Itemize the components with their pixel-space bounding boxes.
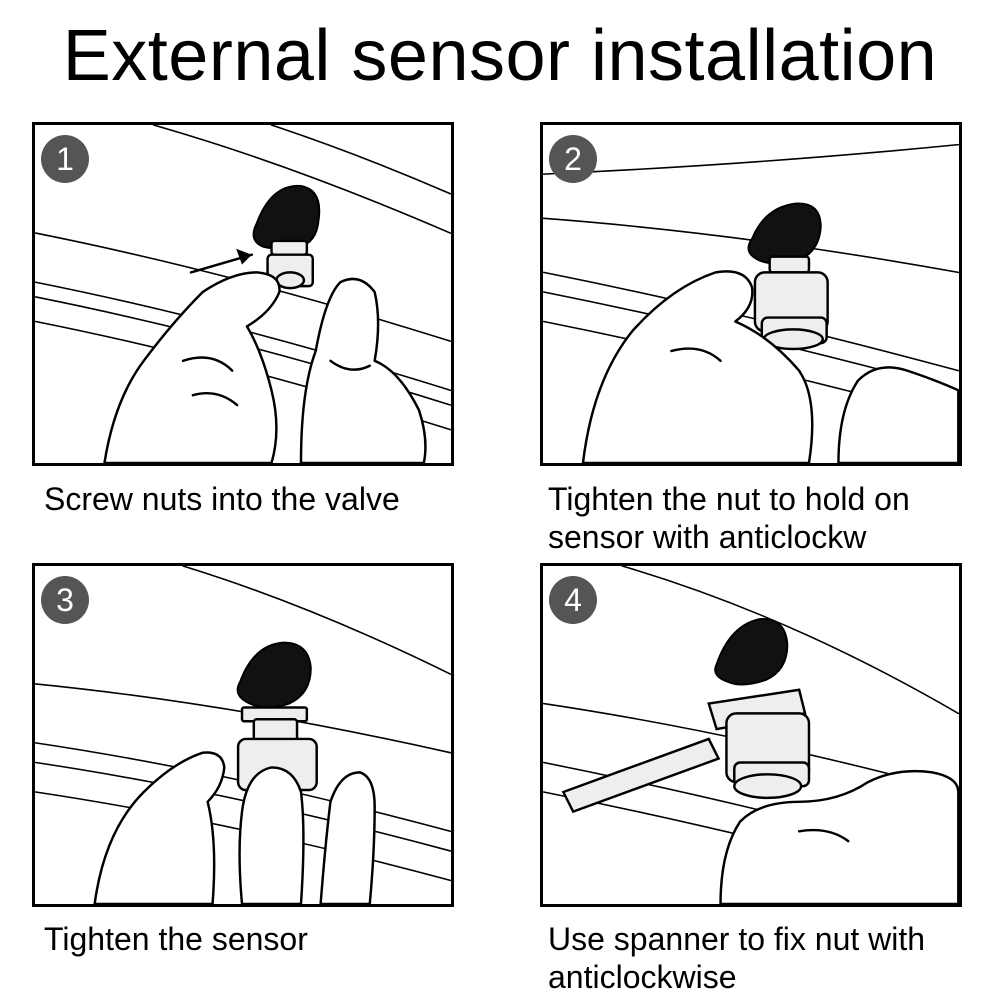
step-4-illustration: 4 <box>540 563 962 907</box>
step-4-badge: 4 <box>549 576 597 624</box>
step-1-caption-line: Screw nuts into the valve <box>44 481 400 517</box>
step-3-caption-line: Tighten the sensor <box>44 921 308 957</box>
step-3-caption: Tighten the sensor <box>44 920 484 958</box>
step-1-caption: Screw nuts into the valve <box>44 480 484 518</box>
step-3-badge: 3 <box>41 576 89 624</box>
step-4-caption-line: Use spanner to fix nut with <box>548 921 926 957</box>
hands-tightening-sensor-illustration <box>35 566 451 904</box>
hand-holding-sensor-illustration <box>543 143 959 463</box>
step-1-badge: 1 <box>41 135 89 183</box>
step-1-illustration: 1 <box>32 122 454 466</box>
step-2-caption-line: Tighten the nut to hold on <box>548 481 910 517</box>
step-4-caption: Use spanner to fix nut with anticlockwis… <box>548 920 988 996</box>
step-2-badge: 2 <box>549 135 597 183</box>
hands-screwing-nut-illustration <box>35 125 451 463</box>
step-3-illustration: 3 <box>32 563 454 907</box>
step-4-caption-line: anticlockwise <box>548 959 737 995</box>
step-2-caption: Tighten the nut to hold on sensor with a… <box>548 480 978 556</box>
page-title: External sensor installation <box>62 16 938 96</box>
step-2-caption-line: sensor with anticlockw <box>548 519 867 555</box>
spanner-fixing-nut-illustration <box>543 566 959 904</box>
step-2-illustration: 2 <box>540 122 962 466</box>
